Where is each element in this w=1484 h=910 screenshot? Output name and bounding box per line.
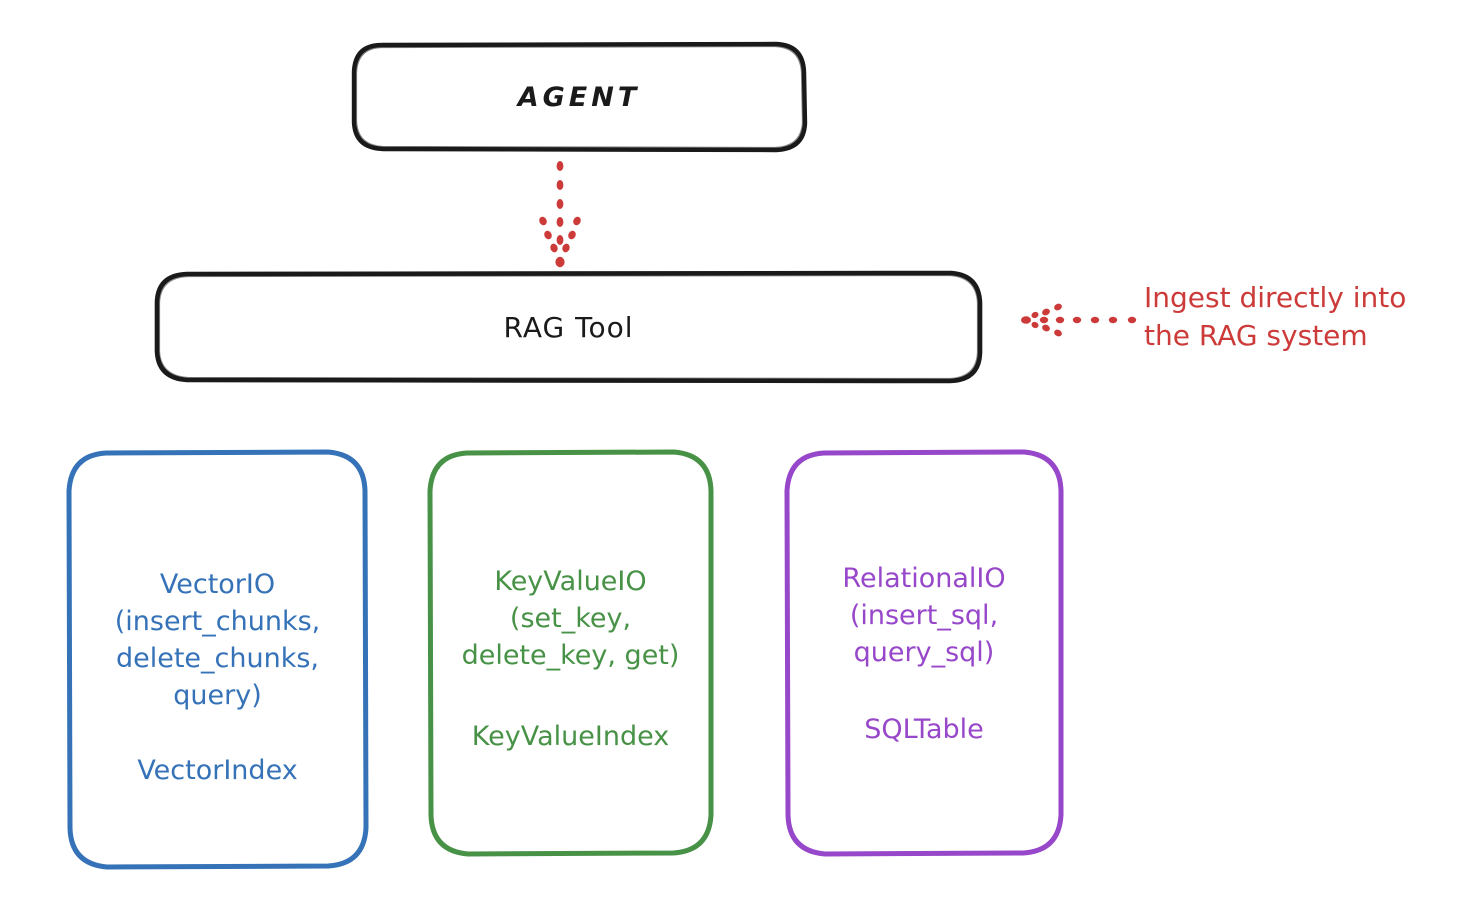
vector-io-api-label: VectorIO (insert_chunks, delete_chunks, … <box>114 569 321 711</box>
rag-tool-label: RAG Tool <box>503 310 634 344</box>
key-value-io-api-label: KeyValueIO (set_key, delete_key, get) <box>461 566 680 671</box>
node-agent[interactable]: AGENT <box>351 41 808 153</box>
node-key-value-io[interactable]: KeyValueIO (set_key, delete_key, get) Ke… <box>427 449 714 857</box>
connector-ingest-to-rag <box>1018 300 1138 340</box>
key-value-index-label: KeyValueIndex <box>471 720 670 752</box>
sql-table-label: SQLTable <box>864 713 984 745</box>
node-relational-io[interactable]: RelationalIO (insert_sql, query_sql) SQL… <box>784 449 1064 857</box>
relational-io-api-label: RelationalIO (insert_sql, query_sql) <box>842 563 1006 668</box>
vector-index-label: VectorIndex <box>137 754 298 786</box>
node-rag-tool[interactable]: RAG Tool <box>154 270 983 384</box>
node-vector-io[interactable]: VectorIO (insert_chunks, delete_chunks, … <box>66 449 369 870</box>
agent-label: AGENT <box>517 81 641 113</box>
connector-agent-to-rag <box>520 158 600 270</box>
annotation-ingest-directly: Ingest directly into the RAG system <box>1144 281 1407 352</box>
